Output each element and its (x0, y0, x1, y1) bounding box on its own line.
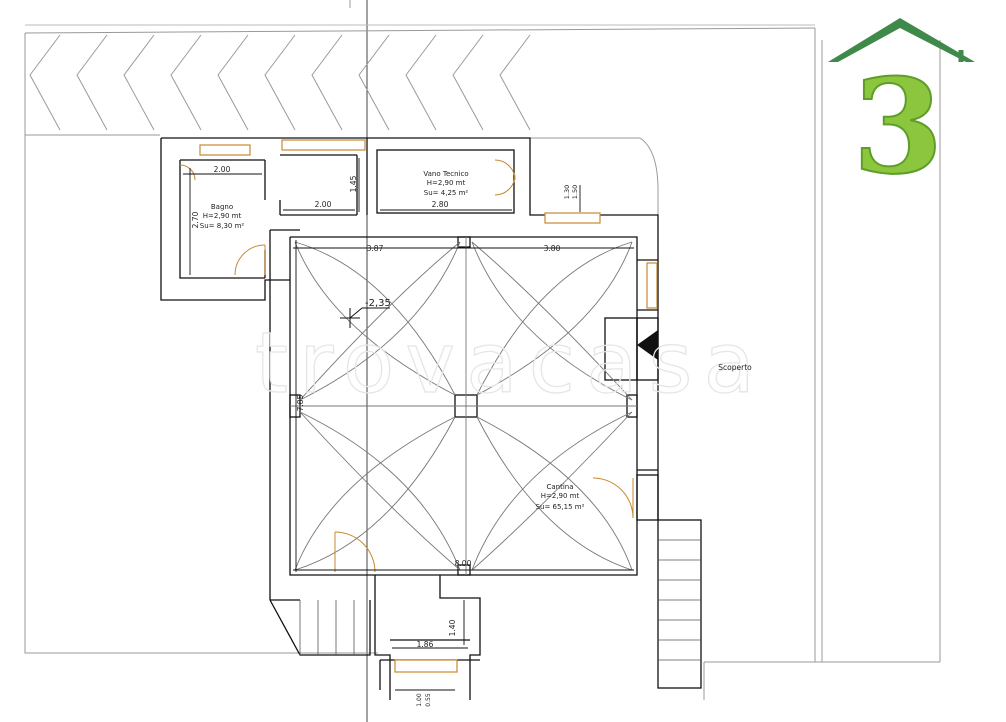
dim-niche-depth: 1.40 (448, 619, 457, 636)
room-name: Vano Tecnico (423, 170, 468, 178)
dim-vano-width: 2.80 (432, 200, 449, 209)
level-mark-symbol (340, 307, 390, 328)
room-area: Su= 8,30 m² (200, 222, 245, 230)
room-height: H=2,90 mt (427, 179, 466, 187)
windows (199, 139, 658, 673)
dim-corridor-depth: 1.45 (349, 175, 358, 192)
room-height: H=2,90 mt (203, 212, 242, 220)
chimney-marker (637, 330, 658, 360)
dim-window-a: 1.30 (563, 185, 571, 199)
dim-bagno-depth: 2.70 (191, 211, 200, 228)
outdoor-label: Scoperto (718, 363, 752, 372)
doors (179, 159, 634, 573)
room-bagno-label: Bagno H=2,90 mt Su= 8,30 m² (200, 203, 245, 230)
logo-digit: 3 (853, 50, 943, 203)
dim-sill-b: 0.55 (425, 693, 432, 707)
dim-cantina-left-bay: 3.87 (367, 244, 384, 253)
watermark-text: trovacasa (255, 314, 755, 412)
dimension-texts: 2.00 2.70 2.00 1.45 2.80 1.30 1.50 3.87 … (191, 165, 579, 707)
room-height: H=2,90 mt (541, 492, 580, 500)
dim-bagno-width: 2.00 (214, 165, 231, 174)
level-mark-text: -2,35 (365, 298, 391, 309)
agency-logo: 3 (828, 18, 975, 204)
dim-sill-a: 1.00 (416, 693, 423, 707)
room-area: Su= 4,25 m² (424, 189, 469, 197)
dim-cantina-depth: 7.85 (296, 394, 305, 411)
vault-arcs (290, 237, 637, 575)
plot-boundary (24, 24, 941, 700)
guide-lines (349, 0, 368, 722)
dim-window-b: 1.50 (571, 185, 579, 199)
dimension-lines (183, 158, 634, 691)
dim-cantina-right-bay: 3.80 (544, 244, 561, 253)
dim-cantina-width: 8.00 (455, 559, 472, 568)
stair-treads (299, 539, 701, 661)
parking-chevrons (29, 34, 531, 131)
room-name: Bagno (211, 203, 233, 211)
dim-niche-width: 1.86 (417, 640, 434, 649)
room-name: Cantina (546, 483, 573, 491)
room-area: Su= 65,15 m² (536, 503, 585, 511)
dim-corridor-width: 2.00 (315, 200, 332, 209)
room-vano-tecnico-label: Vano Tecnico H=2,90 mt Su= 4,25 m² (423, 170, 468, 197)
room-cantina-label: Cantina H=2,90 mt Su= 65,15 m² (536, 483, 585, 511)
